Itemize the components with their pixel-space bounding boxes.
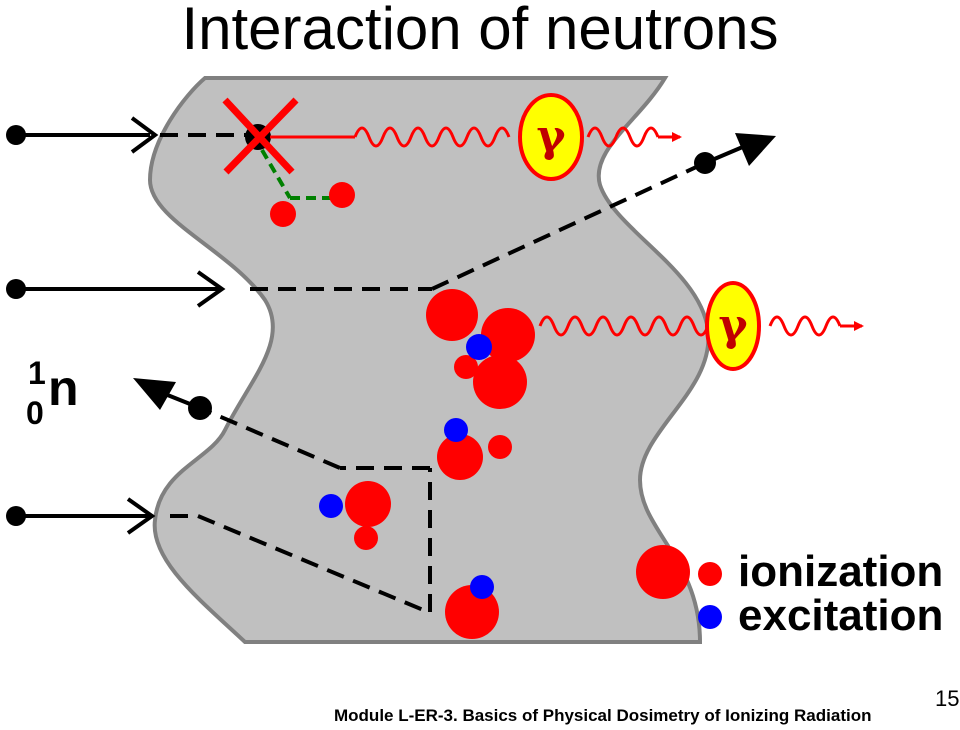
atomic-number: 0 (26, 395, 44, 431)
neutron-symbol: 1 0 n (26, 355, 79, 431)
excitation-point-3 (319, 494, 343, 518)
gamma-badge-1 (518, 93, 584, 181)
particle-symbol: n (48, 360, 79, 416)
incident-neutron-3 (6, 506, 26, 526)
gamma-wave-1 (353, 126, 511, 148)
excitation-point-2 (444, 418, 468, 442)
legend: ionization excitation (636, 545, 943, 640)
gamma-wave-2 (538, 315, 710, 337)
ionization-cluster-1: γ (426, 281, 864, 409)
legend-excitation-label: excitation (738, 591, 943, 640)
ionization-cluster-4 (445, 575, 499, 639)
excitation-point-4 (470, 575, 494, 599)
gamma-badge-2 (705, 281, 761, 371)
page-number: 15 (935, 686, 960, 711)
gamma-symbol-1: γ (536, 111, 566, 162)
mass-number: 1 (28, 355, 46, 391)
legend-excitation-marker (698, 605, 722, 629)
absorbed-cross (222, 97, 299, 175)
incident-neutron-2 (6, 279, 26, 299)
legend-ionization-small-marker (698, 562, 722, 586)
track-multiple-scatter (6, 378, 432, 614)
incident-neutron-1 (6, 125, 26, 145)
legend-ionization-big-marker (636, 545, 690, 599)
recoil-fragment-2 (329, 182, 355, 208)
footer-text: Module L-ER-3. Basics of Physical Dosime… (334, 706, 872, 725)
excitation-point-1 (466, 334, 492, 360)
track-scatter-out (6, 133, 776, 308)
track-capture: γ (6, 93, 682, 227)
slide-title: Interaction of neutrons (181, 0, 779, 62)
ionization-cluster-2 (437, 418, 512, 480)
ionization-cluster-3 (319, 481, 391, 550)
recoil-fragment-1 (270, 201, 296, 227)
legend-ionization-label: ionization (738, 547, 943, 596)
gamma-symbol-2: γ (718, 300, 748, 351)
